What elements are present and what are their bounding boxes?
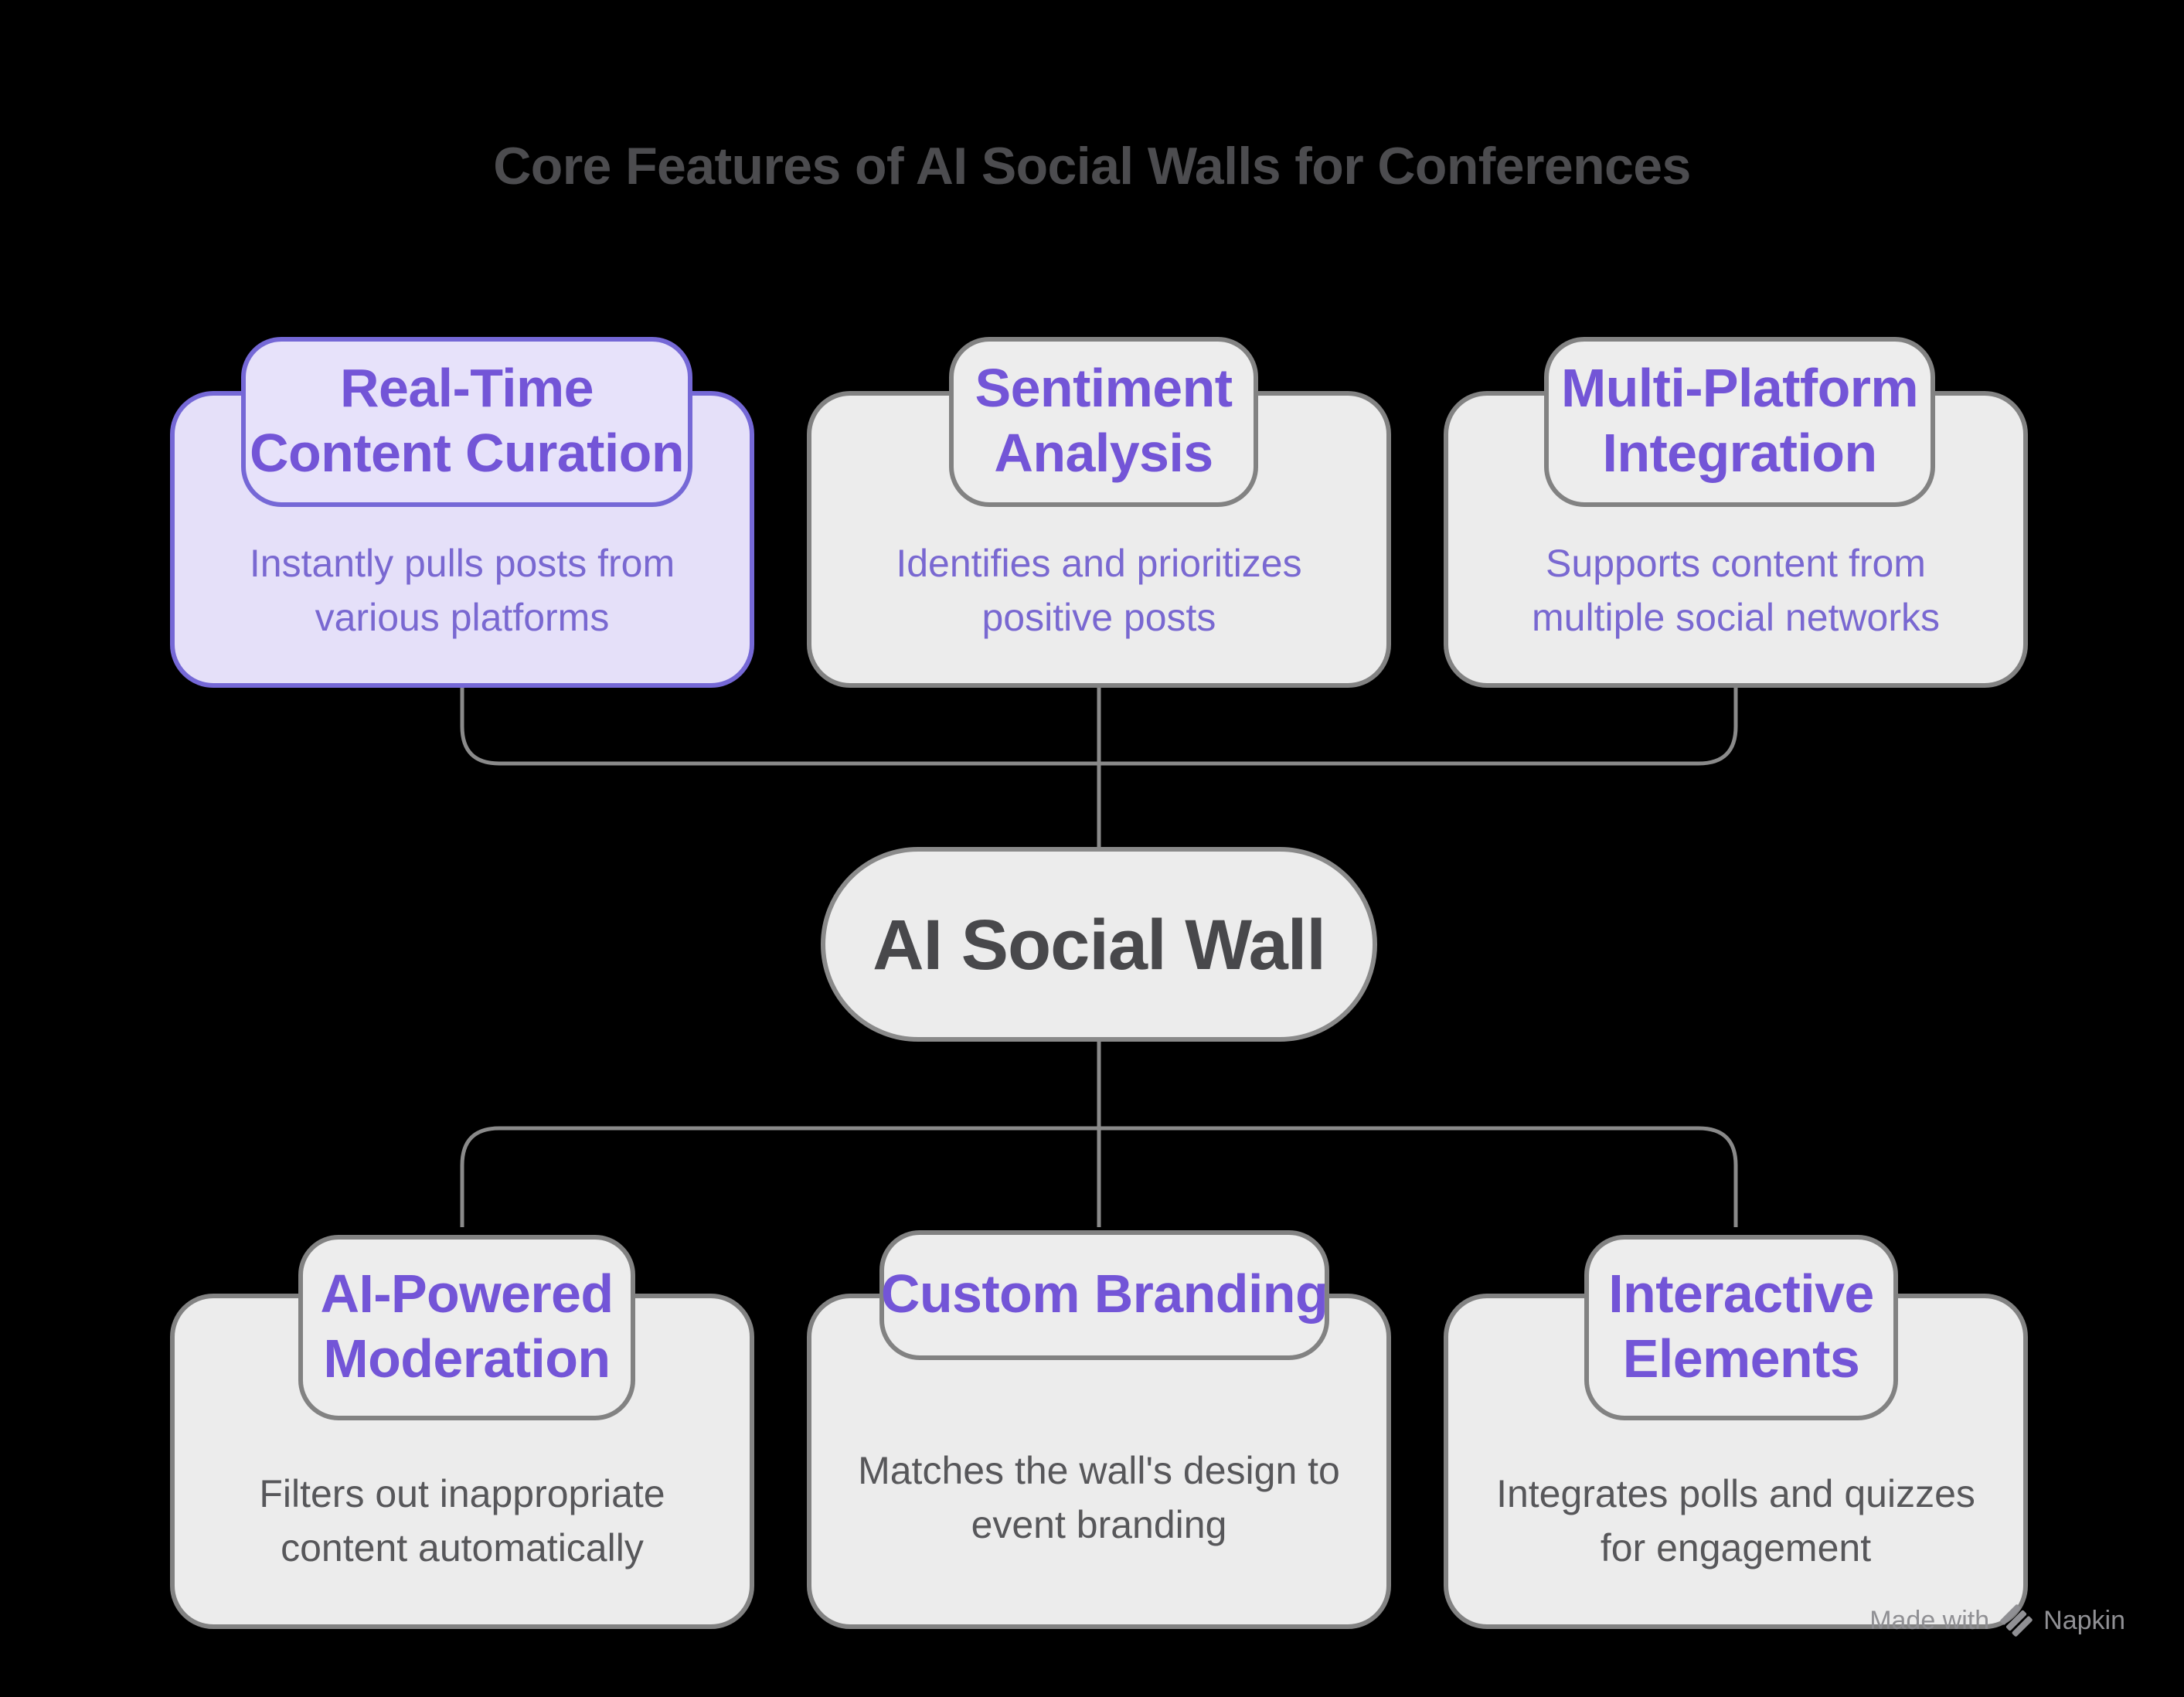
feature-card-interactive-elements: Interactive Elements Integrates polls an…	[1444, 1235, 2028, 1629]
feature-description: Supports content from multiple social ne…	[1532, 542, 1940, 640]
feature-title-pill: Real-Time Content Curation	[241, 337, 692, 507]
feature-card-ai-powered-moderation: AI-Powered Moderation Filters out inappr…	[170, 1235, 754, 1629]
feature-title: Interactive Elements	[1608, 1264, 1874, 1389]
feature-card-custom-branding: Custom Branding Matches the wall's desig…	[807, 1230, 1391, 1629]
feature-title: Custom Branding	[880, 1264, 1328, 1325]
feature-description: Instantly pulls posts from various platf…	[249, 542, 675, 640]
feature-title-pill: Interactive Elements	[1584, 1235, 1898, 1420]
feature-title-pill: AI-Powered Moderation	[298, 1235, 635, 1420]
feature-title: Sentiment Analysis	[975, 359, 1233, 484]
feature-title-pill: Sentiment Analysis	[949, 337, 1258, 507]
feature-title: Multi-Platform Integration	[1560, 359, 1919, 484]
connector-bottom-tree	[460, 1126, 1738, 1227]
made-with-napkin-watermark[interactable]: Made with Napkin	[1869, 1604, 2125, 1637]
center-node-ai-social-wall: AI Social Wall	[821, 847, 1377, 1042]
center-node-label: AI Social Wall	[873, 904, 1326, 985]
watermark-brand-text: Napkin	[2043, 1605, 2125, 1634]
feature-title: Real-Time Content Curation	[250, 359, 685, 484]
feature-card-multi-platform-integration: Multi-Platform Integration Supports cont…	[1444, 337, 2028, 688]
feature-description: Filters out inappropriate content automa…	[259, 1472, 665, 1569]
page-title: Core Features of AI Social Walls for Con…	[493, 138, 1691, 196]
feature-title: AI-Powered Moderation	[320, 1264, 614, 1389]
feature-description: Identifies and prioritizes positive post…	[896, 542, 1302, 640]
feature-title-pill: Multi-Platform Integration	[1544, 337, 1935, 507]
feature-card-sentiment-analysis: Sentiment Analysis Identifies and priori…	[807, 337, 1391, 688]
napkin-logo-icon	[2000, 1604, 2033, 1637]
feature-description: Integrates polls and quizzes for engagem…	[1496, 1472, 1975, 1569]
watermark-made-with-text: Made with	[1869, 1605, 1990, 1634]
feature-card-real-time-content-curation: Real-Time Content Curation Instantly pul…	[170, 337, 754, 688]
feature-description: Matches the wall's design to event brand…	[858, 1449, 1340, 1546]
feature-title-pill: Custom Branding	[879, 1230, 1329, 1360]
